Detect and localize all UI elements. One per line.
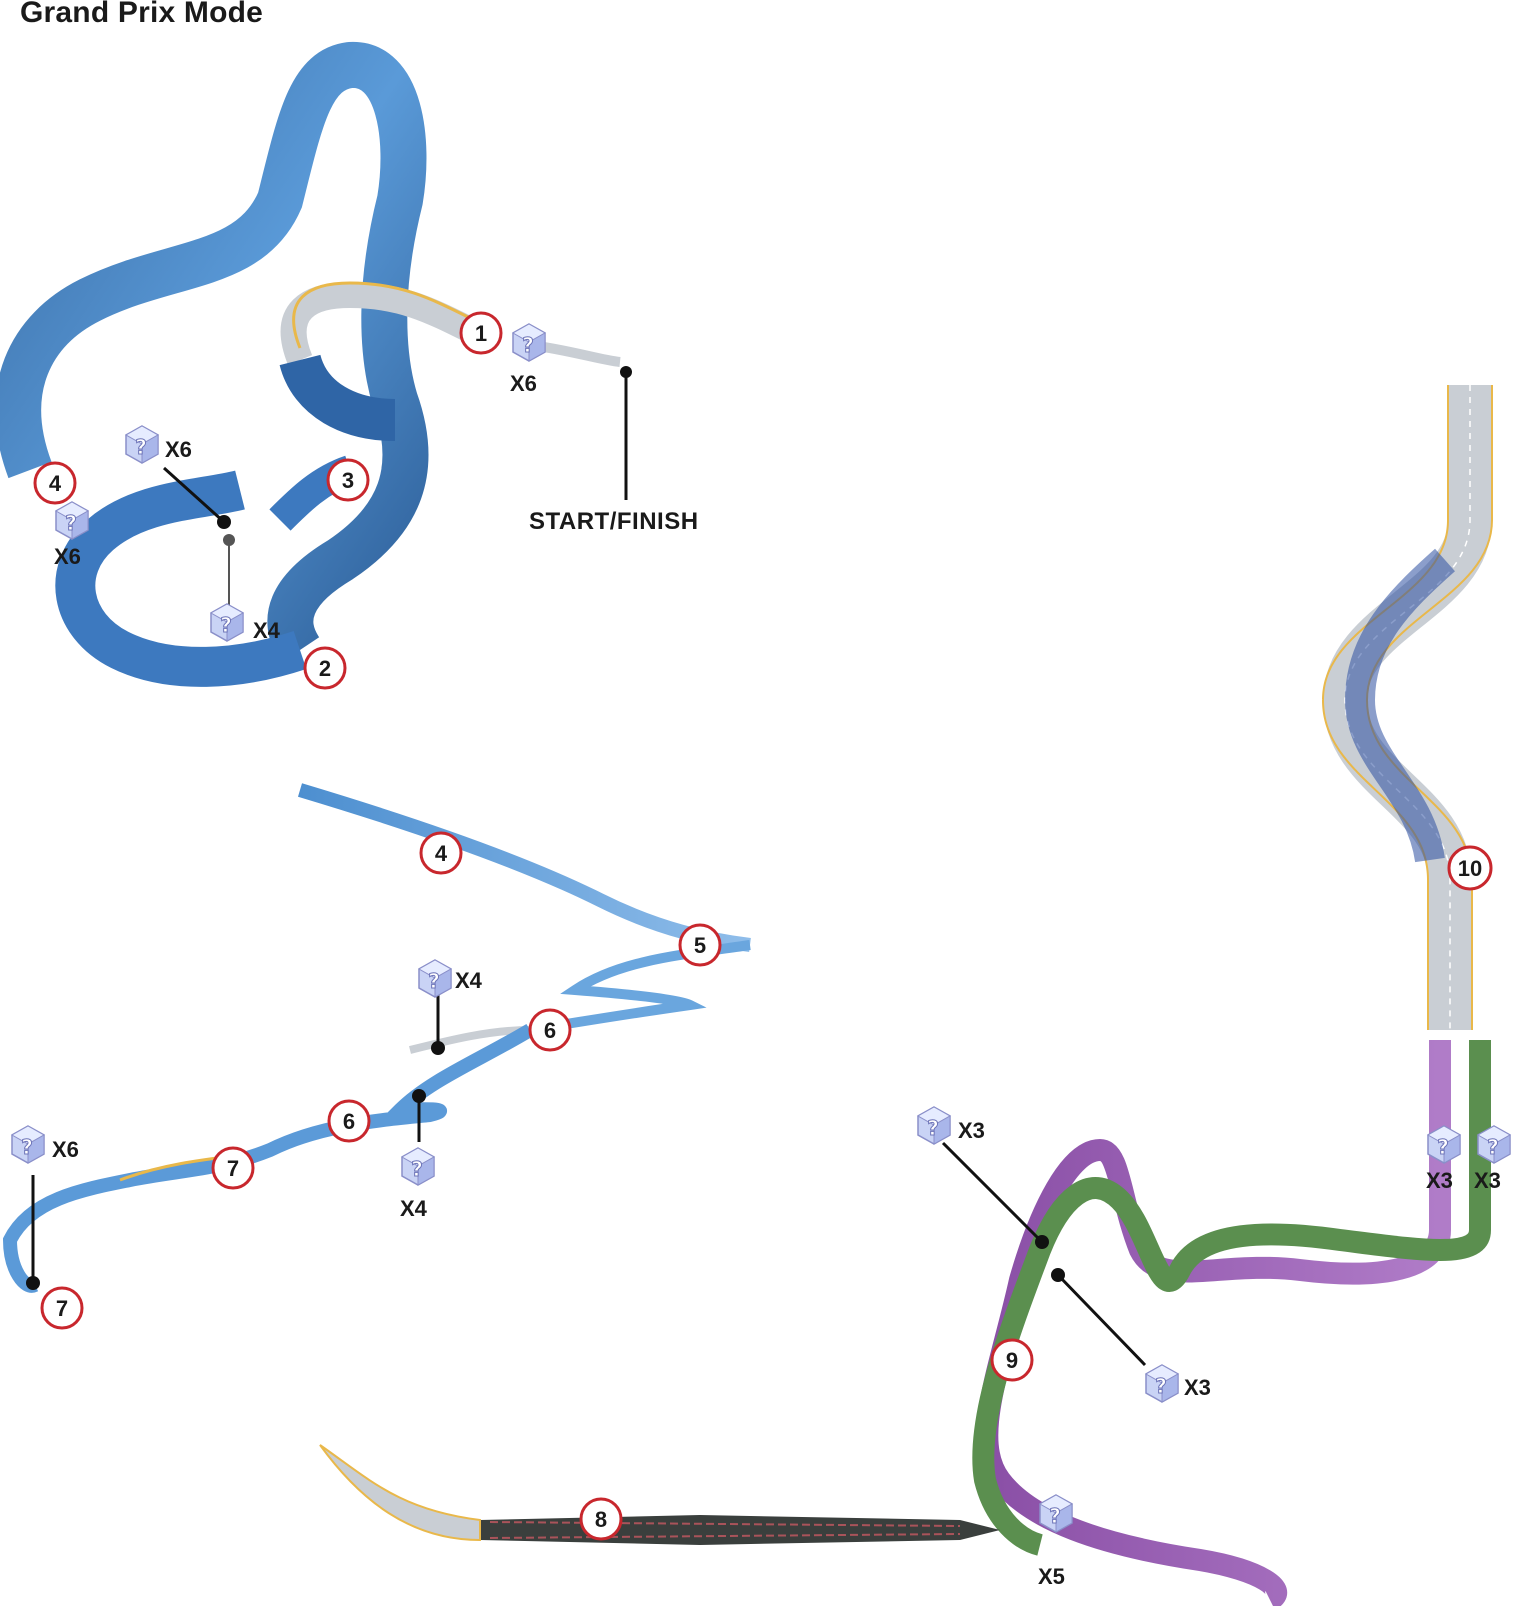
pin-dot-icon xyxy=(1035,1235,1049,1249)
item-count-10a: X3 xyxy=(1426,1168,1453,1193)
section-marker-icon: 1 xyxy=(459,311,503,355)
section-marker-icon: 2 xyxy=(303,646,347,690)
pin-dot-icon xyxy=(223,534,235,546)
track-segment xyxy=(55,470,307,687)
marker-4b-number: 4 xyxy=(435,841,448,866)
item-box-icon xyxy=(1427,1125,1461,1164)
item-count-10b: X3 xyxy=(1474,1168,1501,1193)
item-count-7: X6 xyxy=(52,1137,79,1162)
section-marker-icon: 8 xyxy=(579,1497,623,1541)
section-marker-icon: 7 xyxy=(40,1286,84,1330)
track-segment xyxy=(529,940,751,1035)
item-count-3: X6 xyxy=(165,437,192,462)
track-segment xyxy=(279,353,396,441)
course-section-upper xyxy=(0,42,621,687)
item-box-icon xyxy=(418,959,452,998)
item-box-icon xyxy=(210,603,244,642)
track-segment-dark xyxy=(480,1515,1000,1545)
marker-1-number: 1 xyxy=(475,321,487,346)
track-segment xyxy=(319,1444,481,1542)
item-count-8: X5 xyxy=(1038,1564,1065,1589)
pin-dot-icon xyxy=(620,366,632,378)
track-segment xyxy=(297,783,751,952)
track-lane-green xyxy=(972,1040,1491,1556)
section-marker-icon: 9 xyxy=(990,1338,1034,1382)
item-count-4: X6 xyxy=(54,544,81,569)
track-lane-purple xyxy=(976,1040,1451,1606)
start-finish-label: START/FINISH xyxy=(529,508,699,535)
track-segment xyxy=(2,1023,534,1293)
marker-4-number: 4 xyxy=(49,471,62,496)
marker-8-number: 8 xyxy=(595,1507,607,1532)
track-lane-red xyxy=(489,1521,961,1539)
section-marker-icon: 6 xyxy=(528,1008,572,1052)
section-marker-icon: 3 xyxy=(326,458,370,502)
pin-dot-icon xyxy=(412,1089,426,1103)
section-marker-icon: 4 xyxy=(33,461,77,505)
pin-dot-icon xyxy=(217,515,231,529)
item-box-icon xyxy=(401,1147,435,1186)
course-section-middle xyxy=(2,783,751,1293)
marker-5-number: 5 xyxy=(694,933,706,958)
marker-2-number: 2 xyxy=(319,656,331,681)
item-count-6b: X4 xyxy=(400,1196,428,1221)
track-shadow xyxy=(1344,548,1455,863)
item-box-icon xyxy=(1477,1125,1511,1164)
marker-3-number: 3 xyxy=(342,468,354,493)
section-marker-icon: 4 xyxy=(419,831,463,875)
marker-9-number: 9 xyxy=(1006,1348,1018,1373)
marker-10-number: 10 xyxy=(1458,856,1482,881)
item-box-icon xyxy=(1145,1364,1179,1403)
marker-7b-number: 7 xyxy=(56,1296,68,1321)
item-box-icon xyxy=(11,1125,45,1164)
page-title: Grand Prix Mode xyxy=(20,0,264,29)
item-count-1: X6 xyxy=(510,371,537,396)
track-segment xyxy=(0,42,429,663)
item-box-icon xyxy=(1039,1494,1073,1533)
course-section-right xyxy=(319,385,1493,1606)
pins xyxy=(26,366,1147,1367)
item-box-icon xyxy=(125,425,159,464)
pin-dot-icon xyxy=(1051,1268,1065,1282)
item-count-9a: X3 xyxy=(958,1118,985,1143)
item-box-icon xyxy=(917,1106,951,1145)
pin-dot-icon xyxy=(26,1276,40,1290)
item-count-2: X4 xyxy=(253,618,281,643)
section-marker-icon: 10 xyxy=(1447,845,1493,891)
marker-6b-number: 6 xyxy=(343,1109,355,1134)
item-count-9b: X3 xyxy=(1184,1375,1211,1400)
section-markers: 1 2 3 4 4 5 6 6 7 7 8 9 10 xyxy=(33,311,1493,1541)
section-marker-icon: 6 xyxy=(327,1099,371,1143)
marker-6-number: 6 xyxy=(544,1018,556,1043)
item-boxes: X6 X6 X4 X6 X4 X4 X6 X3 X3 X3 X3 X5 xyxy=(11,323,1511,1589)
item-box-icon xyxy=(512,323,546,362)
item-count-6: X4 xyxy=(455,968,483,993)
item-box-icon xyxy=(55,501,89,540)
section-marker-icon: 5 xyxy=(678,923,722,967)
marker-7-number: 7 xyxy=(227,1156,239,1181)
pin-dot-icon xyxy=(431,1041,445,1055)
section-marker-icon: 7 xyxy=(211,1146,255,1190)
track-edge xyxy=(292,281,471,349)
